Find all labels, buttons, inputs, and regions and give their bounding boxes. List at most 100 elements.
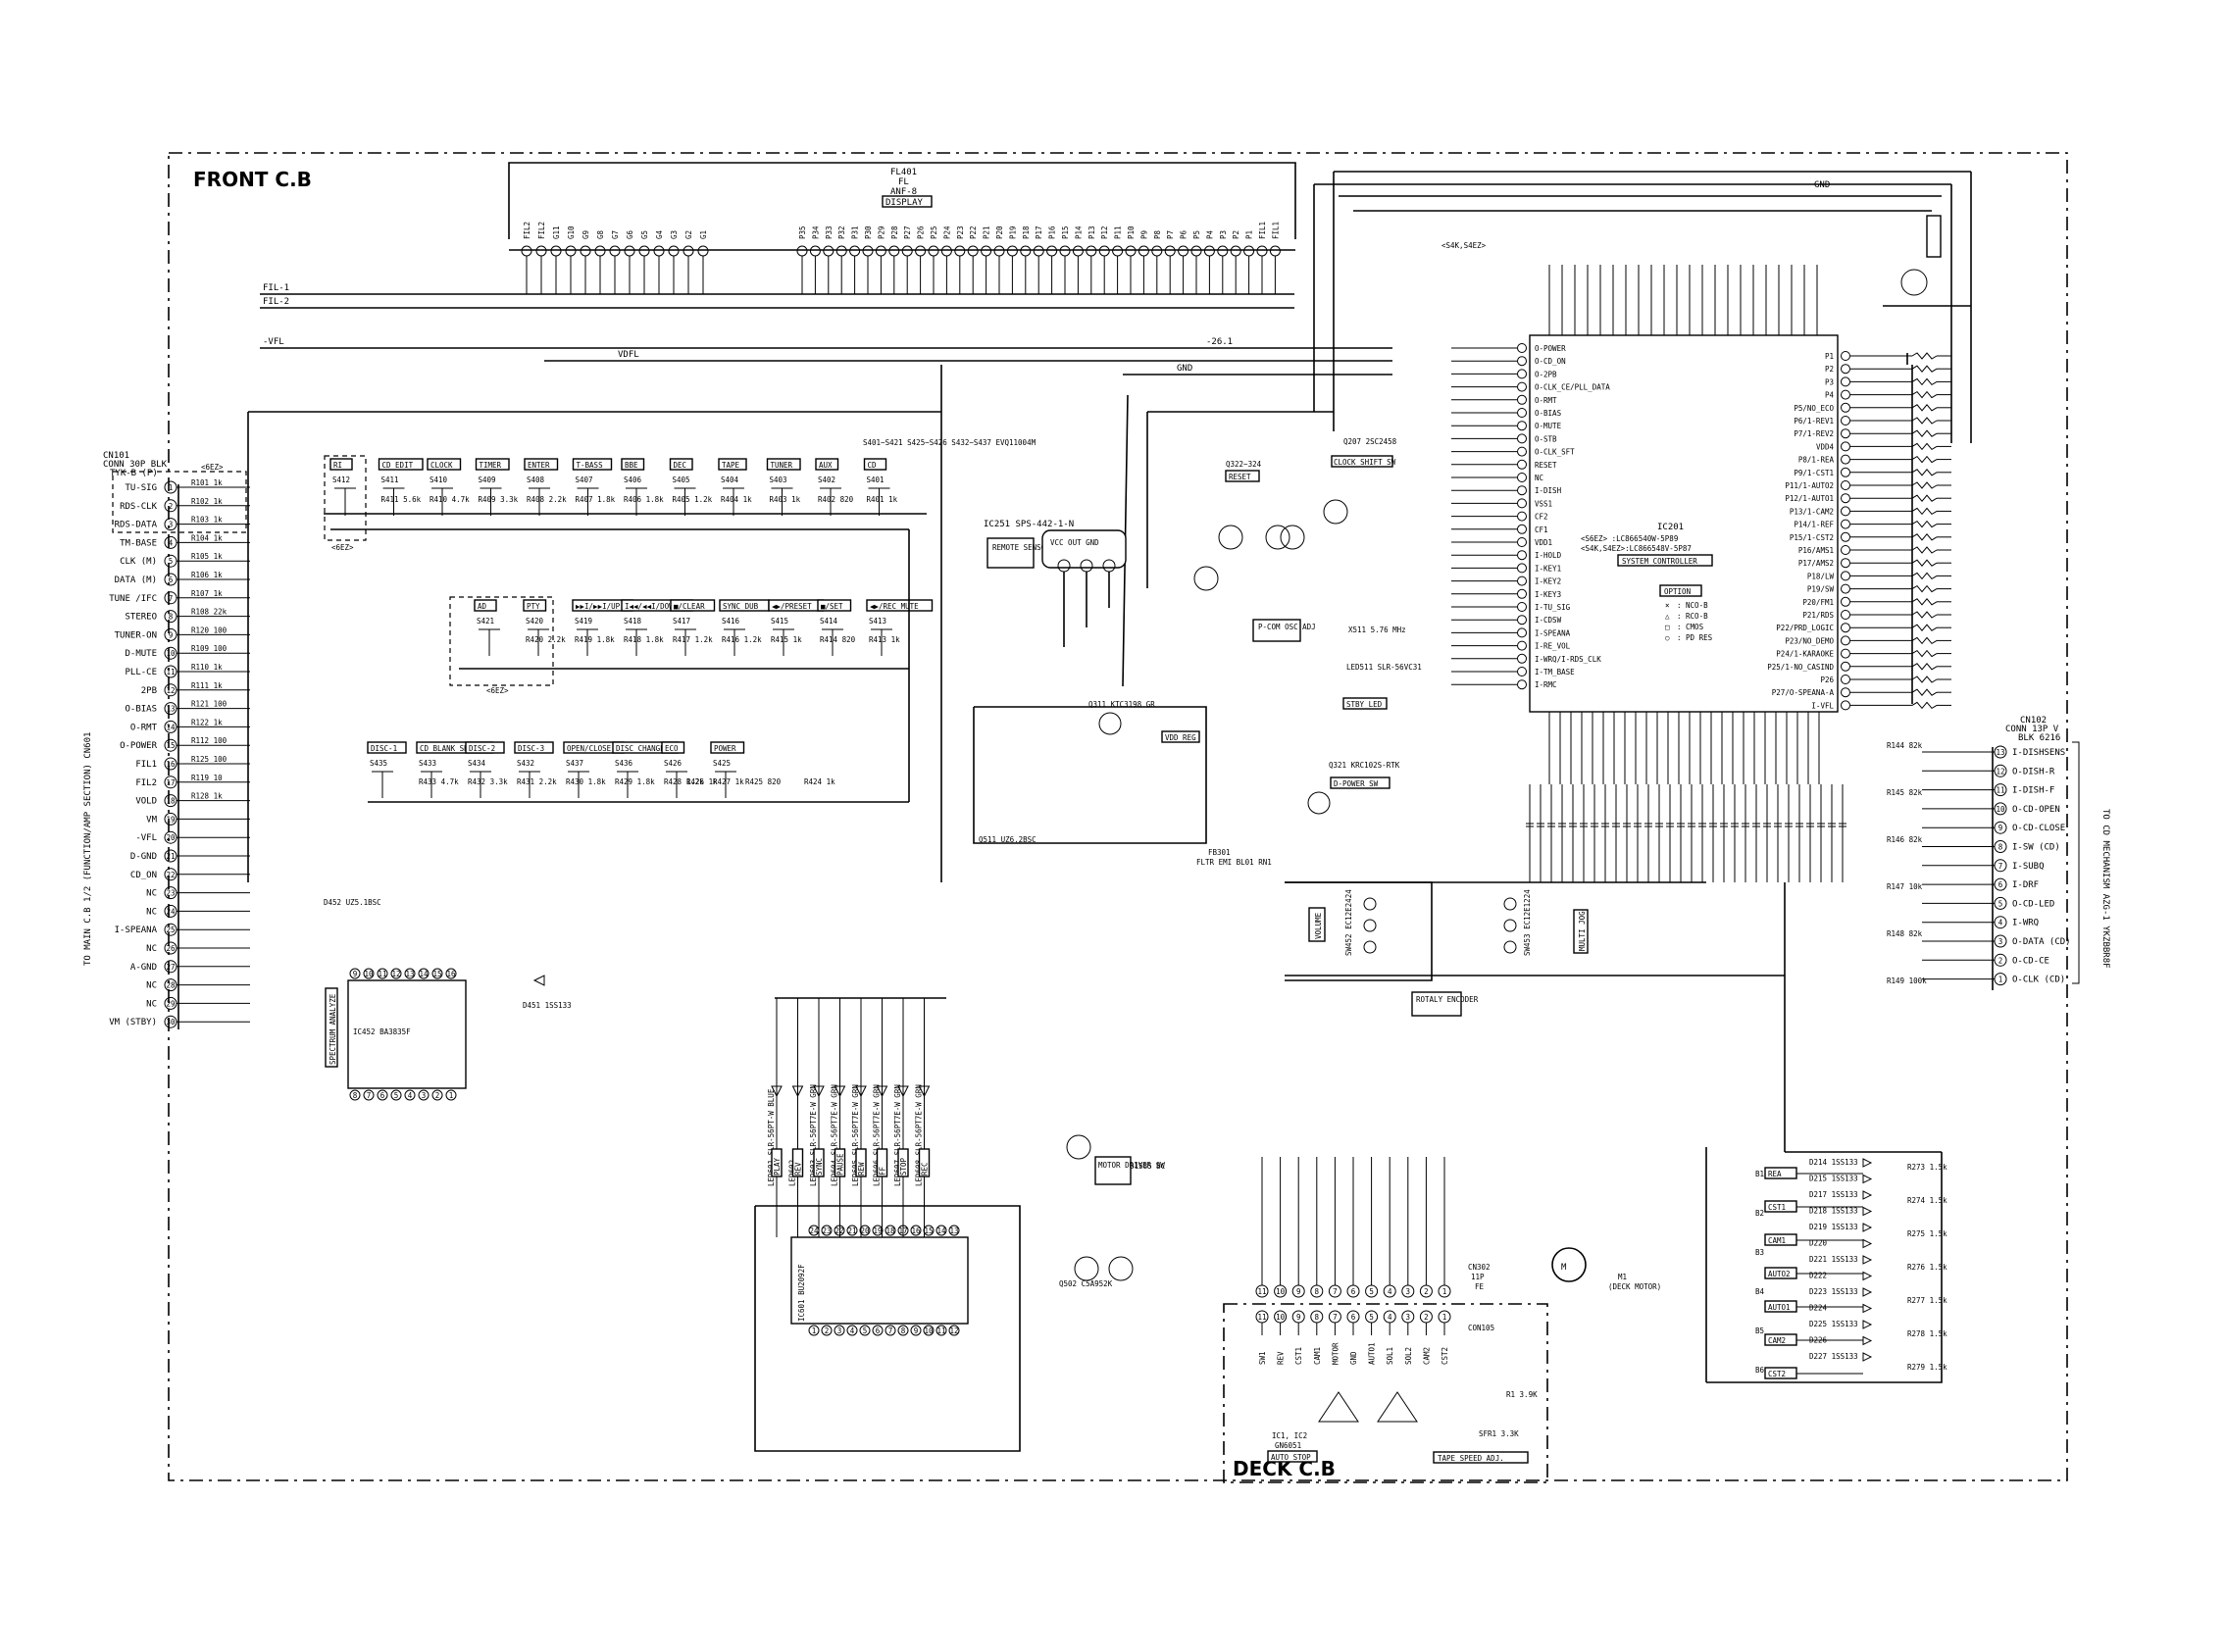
- display-part: ANF-8: [890, 187, 917, 197]
- key-name: AUX: [819, 461, 833, 470]
- ic452-pin-num: 1: [449, 1091, 454, 1100]
- ic201-right-pin: P19/SW: [1807, 585, 1835, 594]
- cn302-part: 11P: [1471, 1273, 1485, 1281]
- display-pin-node: [668, 245, 680, 257]
- cn102-pin-num: 1: [1998, 976, 2003, 984]
- display-seg-pin: P31: [851, 225, 860, 239]
- ic601-pin-num: 4: [850, 1327, 855, 1335]
- cn302-pin-num: 11: [1257, 1287, 1266, 1296]
- ic452-body: [347, 979, 467, 1089]
- led-tag: PLAY: [773, 1157, 782, 1176]
- deck-diode: D215 1SS133: [1809, 1175, 1858, 1183]
- reset-circuit: Q322~324 RESET: [1193, 460, 1305, 591]
- display-seg-pin: P14: [1074, 225, 1083, 239]
- led-tag-box: [876, 1148, 888, 1177]
- display-seg-pin: P29: [877, 225, 885, 239]
- display-pin-node: [1046, 245, 1058, 257]
- ktc-ref: Q311 KTC3198 GR: [1088, 700, 1155, 709]
- cn105-pin-num: 6: [1351, 1313, 1356, 1322]
- key-name-box: [572, 458, 613, 471]
- spectrum-analyzer: D452 UZ5.1BSC IC452 BA3835F SPECTRUM ANA…: [324, 898, 572, 1101]
- ic201-left-pin: O-STB: [1535, 434, 1557, 443]
- ic201-pin-node: [1517, 576, 1527, 586]
- ic201-left-pin: O-CLK_SFT: [1535, 448, 1575, 457]
- cn302-pin-num: 2: [1424, 1287, 1429, 1296]
- display-seg-pin: P24: [942, 225, 951, 239]
- key-resistor: R405 1.2k: [673, 495, 713, 504]
- ic601-pin-num: 12: [949, 1327, 958, 1335]
- cn101-pin-name: D-MUTE: [125, 649, 157, 659]
- led-tag: REW: [857, 1162, 866, 1176]
- ic201-right-pin: P16/AMS1: [1798, 546, 1834, 555]
- d452-ref: D452 UZ5.1BSC: [324, 898, 381, 907]
- display-pin-node: [967, 245, 979, 257]
- display-pin-node: [1086, 245, 1097, 257]
- ic452-pin-num: 16: [446, 970, 456, 978]
- option-table: OPTION ×: NCO-B△: RCO-B□: CMOS○: PD RES: [1659, 584, 1713, 642]
- cn101-resistor: R110 1k: [191, 663, 223, 672]
- key-resistor: R415 1k: [771, 635, 802, 644]
- top-bus-lines: FIL-1 FIL-2 -VFL VDFL GND -26.1 GND: [247, 171, 1972, 882]
- key-name-box: [863, 458, 887, 471]
- display-seg-pin: P25: [930, 225, 938, 239]
- display-pin-node: [1190, 245, 1202, 257]
- display-pin-node: [993, 245, 1005, 257]
- ic601-pin-node: [859, 1225, 871, 1236]
- cn101-resistor: R125 100: [191, 755, 228, 764]
- cn102-resistor: R149 100k: [1887, 976, 1927, 985]
- led-tag-box: [918, 1148, 931, 1177]
- cn101-pin-num: 14: [166, 723, 176, 731]
- cn101-pin-num: 27: [166, 963, 175, 972]
- cn102-resistor: R148 82k: [1887, 929, 1923, 938]
- ic201-right-pin: P25/1-NO_CASIND: [1767, 663, 1834, 672]
- ic201-left-pins: O-POWERO-CD_ONO-2PBO-CLK_CE/PLL_DATAO-RM…: [1451, 343, 1610, 690]
- key-name-box: [378, 458, 424, 471]
- front-board-border: [168, 152, 2068, 1481]
- ic601-pin-node: [923, 1225, 935, 1236]
- led-label: LED605 SLR-56PT7E-W GRN: [851, 1084, 860, 1186]
- vdd-reg: Q311 KTC3198 GR VDD REG: [973, 700, 1207, 844]
- ic201-pin-node: [1517, 653, 1527, 664]
- led-diode: [771, 1085, 783, 1098]
- ic201-pin-node: [1841, 558, 1850, 569]
- cn102-pin-num: 8: [1998, 843, 2003, 852]
- ic601-ref: IC601 BU2092F: [797, 1264, 806, 1322]
- display-name: FL: [898, 177, 909, 187]
- ic201-right-pins: P1P2P3P4P5/NO_ECOP6/1-REV1P7/1-REV2VDD4P…: [1767, 351, 1912, 711]
- ic201-left-pin: CF2: [1535, 513, 1548, 522]
- cn105-pin-num: 3: [1406, 1313, 1411, 1322]
- ic601-pin-num: 20: [860, 1226, 870, 1235]
- ic452-pin-node: [363, 1089, 375, 1101]
- display-seg-pin: P9: [1139, 230, 1148, 239]
- ic201-right-pin: P2: [1825, 365, 1834, 374]
- display-label-box: [882, 195, 933, 208]
- key-name-box: [866, 599, 934, 612]
- ic201-body: [1529, 334, 1839, 713]
- osc-box: [1252, 619, 1301, 642]
- display-seg-pin: P20: [995, 225, 1004, 239]
- cn102-pin-num: 7: [1998, 862, 2003, 871]
- deck-diode: D226: [1809, 1336, 1828, 1345]
- ic601-pin-num: 7: [888, 1327, 893, 1335]
- cn101-pin-name: RDS-DATA: [115, 521, 158, 530]
- display-pin-node: [1217, 245, 1229, 257]
- cn102-title: CN102: [2020, 716, 2047, 726]
- key-resistor: R411 5.6k: [381, 495, 422, 504]
- ic452-pin-node: [445, 1089, 457, 1101]
- row2-6ez-box: [449, 596, 554, 686]
- ic601-pin-num: 15: [924, 1226, 933, 1235]
- display-label: DISPLAY: [885, 198, 924, 208]
- net-vfl: -VFL: [263, 337, 284, 347]
- ic201-pin-node: [1517, 394, 1527, 405]
- deck-diode: D223 1SS133: [1809, 1287, 1858, 1296]
- ic201-pin-node: [1841, 610, 1850, 620]
- cn101-pin-num: 5: [169, 557, 174, 566]
- led-diode: [813, 1085, 825, 1098]
- cn101-pin-num: 25: [166, 926, 175, 934]
- cn101-resistor: R112 100: [191, 736, 228, 745]
- pwr-box: [1926, 215, 1942, 258]
- key-resistor: R431 2.2k: [517, 777, 557, 786]
- tape-speed-box: [1433, 1451, 1529, 1464]
